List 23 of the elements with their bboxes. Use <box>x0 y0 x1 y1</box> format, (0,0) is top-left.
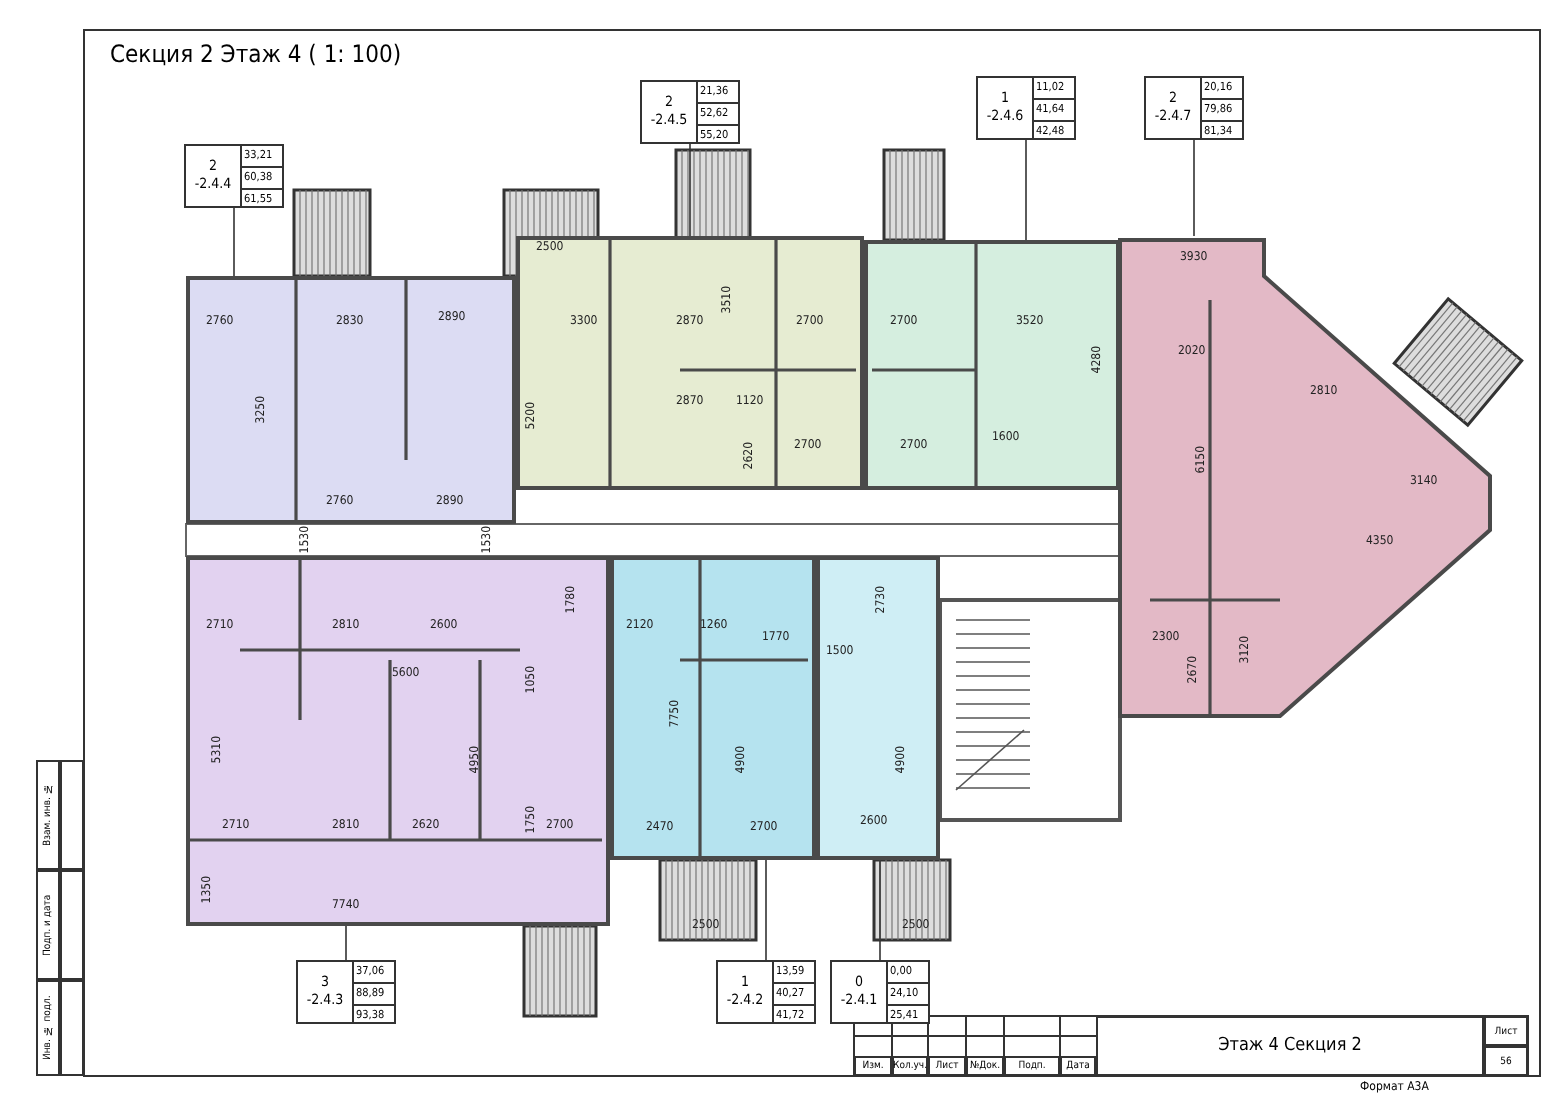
apartment-area <box>516 236 864 490</box>
apartment-tag <box>976 76 1076 140</box>
apartment-tag <box>296 960 396 1024</box>
drawing-title: Секция 2 Этаж 4 ( 1: 100) <box>110 40 402 68</box>
leader-line <box>1025 139 1027 241</box>
leader-line <box>689 143 691 237</box>
apartment-tag <box>716 960 816 1024</box>
leader-line <box>879 859 881 961</box>
leader-line <box>345 925 347 961</box>
apartment-tag <box>184 144 284 208</box>
apartment-area <box>864 240 1120 490</box>
apartment-area <box>186 556 610 926</box>
leader-line <box>233 207 235 277</box>
apartment-area <box>186 276 516 524</box>
apartment-area <box>1116 236 1492 720</box>
apartment-tag <box>830 960 930 1024</box>
apartment-tag <box>640 80 740 144</box>
apartment-area <box>610 556 816 860</box>
apartment-tag <box>1144 76 1244 140</box>
sheet-title: Этаж 4 Секция 2 <box>1096 1016 1484 1076</box>
leader-line <box>1193 139 1195 237</box>
leader-line <box>765 859 767 961</box>
apartment-area <box>816 556 940 860</box>
